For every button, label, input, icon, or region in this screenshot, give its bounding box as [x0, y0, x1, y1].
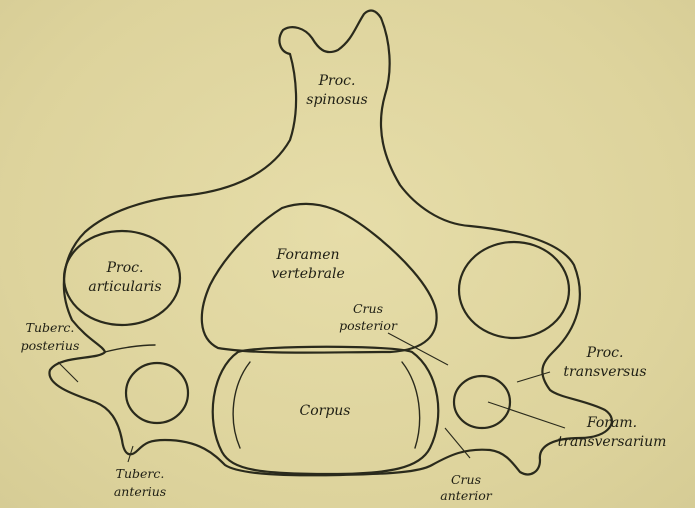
foram-transversarium-leader	[488, 402, 565, 428]
svg-text:articularis: articularis	[88, 279, 161, 295]
label-proc-transversus: Proc. transversus	[563, 345, 646, 380]
svg-text:Foram.: Foram.	[586, 415, 637, 431]
label-tuberc-posterius: Tuberc. posterius	[21, 320, 80, 353]
svg-text:posterius: posterius	[21, 338, 80, 353]
left-foramen-transversarium	[126, 363, 188, 423]
svg-text:Crus: Crus	[451, 472, 481, 487]
svg-text:spinosus: spinosus	[306, 92, 367, 108]
label-foramen-vertebrale: Foramen vertebrale	[271, 247, 345, 282]
right-foramen-transversarium	[454, 376, 510, 428]
svg-text:posterior: posterior	[339, 318, 398, 333]
svg-text:Proc.: Proc.	[318, 73, 356, 89]
corpus-left-edge	[233, 362, 250, 448]
label-proc-articularis: Proc. articularis	[88, 260, 161, 295]
tuberc-posterius-leader	[58, 362, 78, 382]
label-tuberc-anterius: Tuberc. anterius	[114, 466, 166, 499]
label-crus-posterior: Crus posterior	[339, 301, 398, 333]
right-articular-ellipse	[459, 242, 569, 338]
svg-text:Crus: Crus	[353, 301, 383, 316]
svg-text:anterius: anterius	[114, 484, 166, 499]
label-proc-spinosus: Proc. spinosus	[306, 73, 367, 108]
corpus-right-edge	[402, 362, 420, 448]
svg-text:transversus: transversus	[563, 364, 646, 380]
svg-text:Proc.: Proc.	[106, 260, 144, 276]
label-crus-anterior: Crus anterior	[440, 472, 492, 503]
svg-text:vertebrale: vertebrale	[271, 266, 345, 282]
svg-text:Tuberc.: Tuberc.	[26, 320, 75, 335]
svg-text:Foramen: Foramen	[276, 247, 340, 263]
proc-articularis-ellipse	[64, 231, 180, 325]
label-corpus: Corpus	[300, 403, 351, 419]
tuberc-posterius-contour	[105, 345, 155, 352]
svg-text:transversarium: transversarium	[558, 434, 667, 450]
svg-text:anterior: anterior	[440, 488, 492, 503]
label-foram-transversarium: Foram. transversarium	[558, 415, 667, 450]
svg-text:Tuberc.: Tuberc.	[116, 466, 165, 481]
svg-text:Proc.: Proc.	[586, 345, 624, 361]
